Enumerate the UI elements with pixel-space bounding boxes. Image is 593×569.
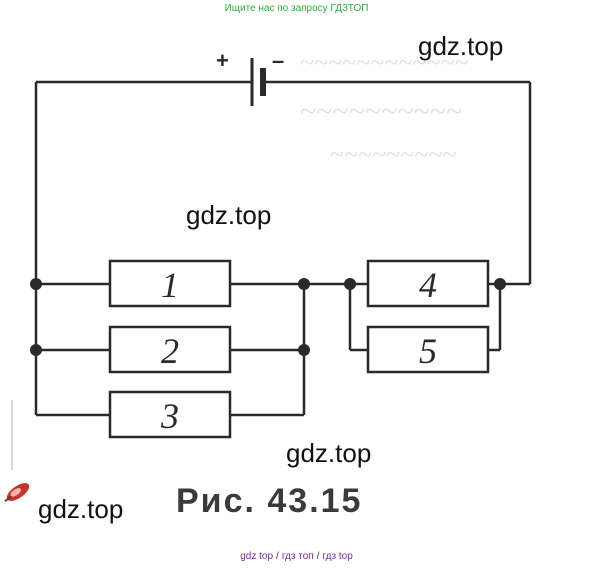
footer-links: gdz top/гдз топ/гдз top xyxy=(0,551,593,562)
junction-node xyxy=(30,344,42,356)
bleed-through-decoration: ~~~~~~~~~~~~ xyxy=(300,48,469,77)
junction-node xyxy=(298,344,310,356)
bleed-through-decoration: ~~~~~~~~~~ xyxy=(300,95,463,128)
junction-node xyxy=(344,278,356,290)
resistor-3-label: 3 xyxy=(160,396,179,436)
battery-minus-label: – xyxy=(272,48,284,73)
bleed-through-decoration: ~~~~~~~~~ xyxy=(330,140,457,169)
battery-short-plate xyxy=(260,68,266,96)
watermark: gdz.top xyxy=(186,200,272,230)
figure-caption: Рис. 43.15 xyxy=(176,482,363,520)
resistor-5-label: 5 xyxy=(419,331,437,371)
footer-link[interactable]: гдз top xyxy=(322,551,353,562)
resistor-5 xyxy=(366,325,490,374)
battery-plus-label: + xyxy=(216,48,229,73)
resistor-2 xyxy=(108,325,232,374)
resistor-1 xyxy=(108,259,232,308)
footer-link[interactable]: gdz top xyxy=(240,551,274,562)
watermark: gdz.top xyxy=(418,31,504,61)
quill-decoration xyxy=(4,483,30,502)
footer-link[interactable]: гдз топ xyxy=(281,551,314,562)
battery-symbol xyxy=(250,58,266,106)
resistor-1-label: 1 xyxy=(161,265,179,305)
resistor-3 xyxy=(108,390,232,439)
footer-separator: / xyxy=(316,551,320,562)
resistor-2-label: 2 xyxy=(161,331,179,371)
junction-node xyxy=(494,278,506,290)
footer-separator: / xyxy=(276,551,279,562)
resistor-4 xyxy=(366,259,490,308)
header-note: Ищите нас по запросу ГДЗТОП xyxy=(224,3,369,14)
junction-node xyxy=(298,278,310,290)
wires xyxy=(34,80,532,417)
watermark: gdz.top xyxy=(286,438,372,468)
watermark: gdz.top xyxy=(38,494,124,524)
resistor-4-label: 4 xyxy=(419,265,437,305)
junction-node xyxy=(30,278,42,290)
